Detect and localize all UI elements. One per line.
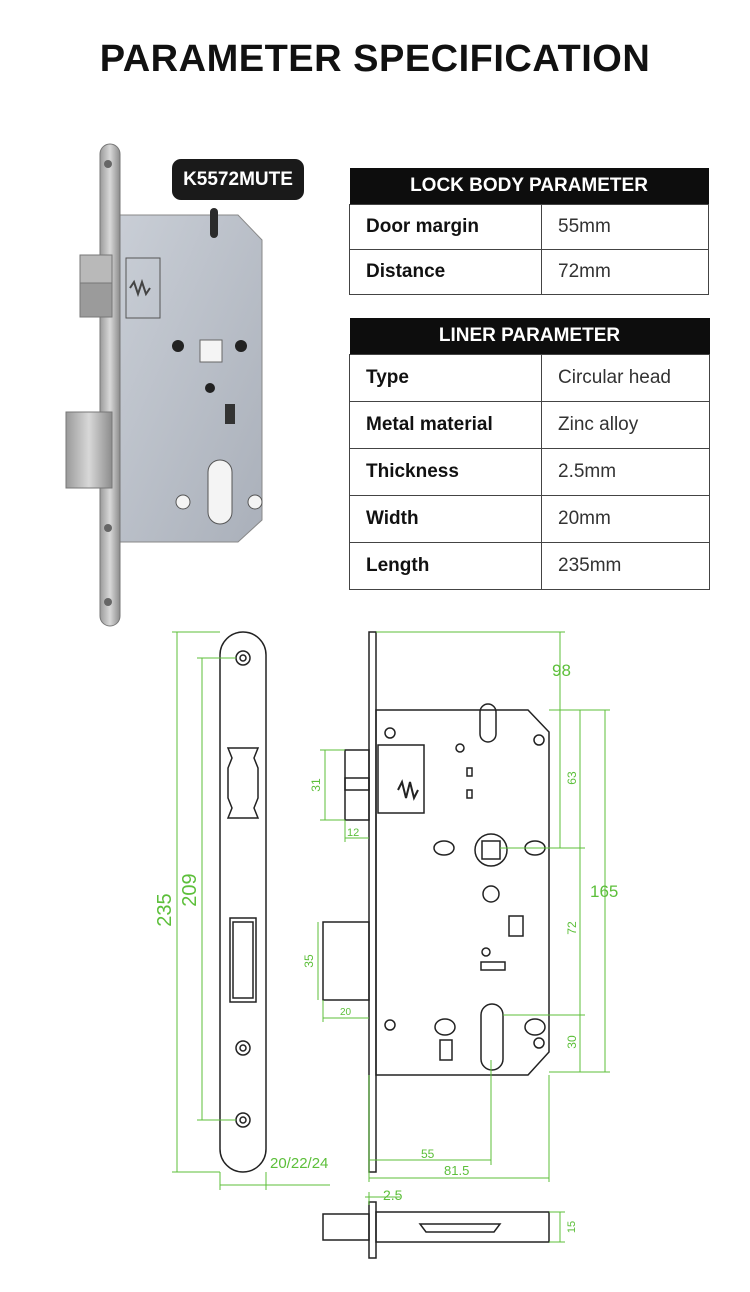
lock-product-photo	[65, 143, 263, 627]
table-row: Type Circular head	[349, 354, 710, 402]
param-value: 20mm	[541, 495, 710, 543]
dim-72: 72	[565, 921, 579, 935]
strike-plate-outline	[219, 631, 267, 1173]
dim-15: 15	[566, 1221, 578, 1233]
table-row: Distance 72mm	[349, 249, 709, 295]
dim-209: 209	[179, 873, 201, 906]
param-label: Distance	[349, 249, 542, 295]
liner-parameter-table: LINER PARAMETER Type Circular head Metal…	[349, 318, 710, 590]
dim-12: 12	[347, 827, 359, 839]
lock-body-parameter-table: LOCK BODY PARAMETER Door margin 55mm Dis…	[349, 168, 709, 295]
dimension-lines	[172, 631, 610, 1243]
table-row: Door margin 55mm	[349, 204, 709, 250]
table-row: Length 235mm	[349, 542, 710, 590]
param-value: 72mm	[541, 249, 709, 295]
dim-2-5: 2.5	[383, 1187, 403, 1203]
dim-55: 55	[421, 1147, 435, 1161]
param-label: Thickness	[349, 448, 542, 496]
page-title: PARAMETER SPECIFICATION	[99, 38, 651, 80]
lock-body-heading: LOCK BODY PARAMETER	[349, 168, 709, 205]
param-value: 2.5mm	[541, 448, 710, 496]
param-label: Width	[349, 495, 542, 543]
dim-165: 165	[590, 882, 618, 901]
dim-strike-width: 20/22/24	[270, 1155, 328, 1172]
param-value: 235mm	[541, 542, 710, 590]
dim-235: 235	[154, 893, 176, 926]
dim-20: 20	[340, 1007, 352, 1018]
param-value: Circular head	[541, 354, 710, 402]
dim-30: 30	[565, 1035, 579, 1049]
table-row: Thickness 2.5mm	[349, 448, 710, 496]
dim-35: 35	[302, 954, 316, 968]
param-label: Door margin	[349, 204, 542, 250]
dim-31: 31	[309, 778, 323, 792]
param-value: Zinc alloy	[541, 401, 710, 449]
param-label: Length	[349, 542, 542, 590]
dim-63: 63	[565, 771, 579, 785]
model-badge: K5572MUTE	[172, 159, 304, 200]
dim-81-5: 81.5	[444, 1163, 469, 1178]
technical-drawing: 235 209 20/22/24 98 63 165 72 30 31 12 3…	[154, 631, 618, 1259]
dim-98: 98	[552, 661, 571, 680]
table-row: Metal material Zinc alloy	[349, 401, 710, 449]
liner-heading: LINER PARAMETER	[349, 318, 710, 355]
param-label: Type	[349, 354, 542, 402]
param-label: Metal material	[349, 401, 542, 449]
param-value: 55mm	[541, 204, 709, 250]
table-row: Width 20mm	[349, 495, 710, 543]
